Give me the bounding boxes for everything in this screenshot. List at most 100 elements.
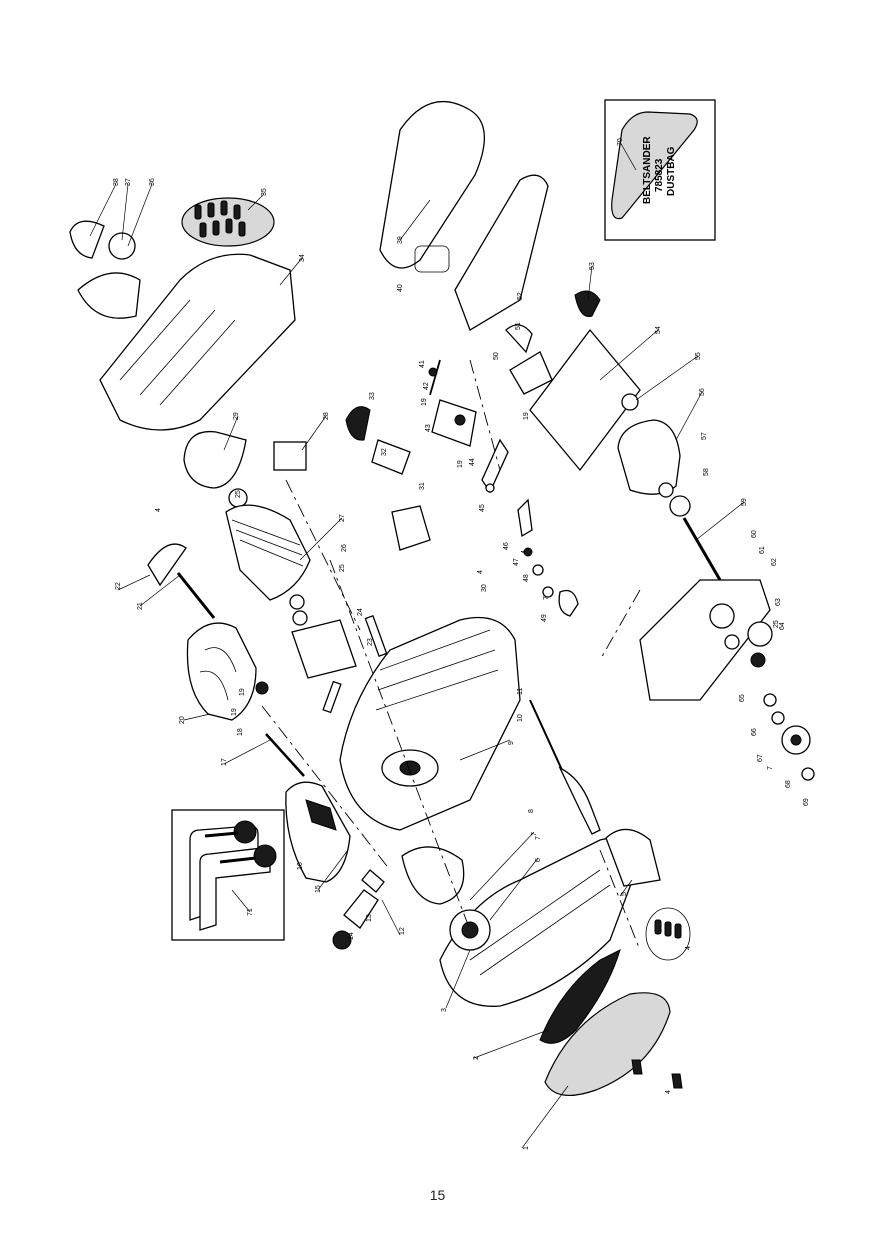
part-label-17: 17 xyxy=(221,758,228,766)
part-label-19c: 19 xyxy=(457,460,464,468)
part-label-7: 7 xyxy=(531,832,538,836)
part-label-56: 56 xyxy=(699,388,706,396)
part-label-28: 28 xyxy=(323,412,330,420)
part-label-19b: 19 xyxy=(421,398,428,406)
part-label-13: 13 xyxy=(366,914,373,922)
part-label-4c: 4 xyxy=(477,570,484,574)
handle-group xyxy=(147,543,351,883)
motor-group xyxy=(183,430,388,714)
part-label-6: 6 xyxy=(535,858,542,862)
part-label-49: 49 xyxy=(541,614,548,622)
part-label-23: 23 xyxy=(367,638,374,646)
part-label-34: 34 xyxy=(299,254,306,262)
part-label-44: 44 xyxy=(469,458,476,466)
part-label-9: 9 xyxy=(508,741,515,745)
part-label-57: 57 xyxy=(701,432,708,440)
platen-group xyxy=(379,101,641,472)
part-label-16: 16 xyxy=(297,862,304,870)
part-label-27: 27 xyxy=(339,514,346,522)
part-label-4b: 4 xyxy=(155,508,162,512)
part-label-52: 52 xyxy=(517,292,524,300)
knob-inset xyxy=(171,809,285,941)
part-label-51: 51 xyxy=(515,322,522,330)
part-label-63: 63 xyxy=(775,598,782,606)
part-label-54: 54 xyxy=(655,326,662,334)
part-label-67: 67 xyxy=(757,754,764,762)
part-label-10: 10 xyxy=(517,714,524,722)
part-label-29: 29 xyxy=(233,412,240,420)
page-number: 15 xyxy=(429,1187,446,1203)
part-label-50: 50 xyxy=(493,352,500,360)
part-label-38: 38 xyxy=(113,178,120,186)
part-label-48: 48 xyxy=(523,574,530,582)
dustbag-inset: BELTSANDER 785823 DUSTBAG xyxy=(604,99,716,241)
part-label-40: 40 xyxy=(397,284,404,292)
part-label-7c: 7 xyxy=(767,766,774,770)
part-label-18: 18 xyxy=(237,728,244,736)
dustbag-label-line3: DUSTBAG xyxy=(666,146,677,196)
part-label-46: 46 xyxy=(503,542,510,550)
part-label-60: 60 xyxy=(751,530,758,538)
part-label-14: 14 xyxy=(348,932,355,940)
part-label-37: 37 xyxy=(125,178,132,186)
part-label-19e: 19 xyxy=(239,688,246,696)
part-label-3: 3 xyxy=(441,1008,448,1012)
part-label-53: 53 xyxy=(589,262,596,270)
dustbag-label-line2: 785823 xyxy=(654,158,665,192)
part-label-22: 22 xyxy=(115,582,122,590)
upper-housing-group xyxy=(69,197,296,431)
part-label-62: 62 xyxy=(771,558,778,566)
part-label-39: 39 xyxy=(397,236,404,244)
part-label-7d: 7 xyxy=(535,836,542,840)
knob-cord-group xyxy=(332,699,601,950)
part-label-43: 43 xyxy=(425,424,432,432)
belt-drive-group xyxy=(439,828,691,1097)
tension-group xyxy=(345,324,579,617)
part-label-24: 24 xyxy=(357,608,364,616)
part-label-55: 55 xyxy=(695,352,702,360)
leader-lines xyxy=(89,141,745,1149)
part-label-66: 66 xyxy=(751,728,758,736)
part-label-20: 20 xyxy=(179,716,186,724)
part-label-4d: 4 xyxy=(665,1090,672,1094)
part-label-68: 68 xyxy=(785,780,792,788)
part-label-5: 5 xyxy=(621,892,628,896)
part-label-2: 2 xyxy=(473,1056,480,1060)
part-label-11: 11 xyxy=(517,688,524,695)
part-label-32: 32 xyxy=(381,448,388,456)
part-label-65: 65 xyxy=(739,694,746,702)
part-label-4: 4 xyxy=(685,946,692,950)
part-label-26: 26 xyxy=(341,544,348,552)
part-label-36: 36 xyxy=(149,178,156,186)
part-label-19d: 19 xyxy=(523,412,530,420)
part-label-8: 8 xyxy=(528,809,535,813)
part-label-33: 33 xyxy=(369,392,376,400)
part-label-41: 41 xyxy=(419,360,426,368)
part-label-58: 58 xyxy=(703,468,710,476)
part-label-59: 59 xyxy=(741,498,748,506)
part-label-47: 47 xyxy=(513,558,520,566)
main-housing xyxy=(339,616,521,905)
part-label-42: 42 xyxy=(423,382,430,390)
part-label-30: 30 xyxy=(481,584,488,592)
part-label-19: 19 xyxy=(231,708,238,716)
part-label-25c: 25 xyxy=(773,620,780,628)
part-label-69: 69 xyxy=(803,798,810,806)
dustbag-label-line1: BELTSANDER xyxy=(642,136,653,204)
part-label-12: 12 xyxy=(399,927,406,935)
part-labels: 1 2 3 4 5 6 7 8 9 10 11 12 13 14 15 16 1… xyxy=(113,138,810,1150)
part-label-64: 64 xyxy=(779,622,786,630)
part-label-7b: 7 xyxy=(543,596,550,600)
assembly-lines xyxy=(261,359,641,951)
part-label-4e: 4 xyxy=(521,550,528,554)
part-label-61: 61 xyxy=(759,546,766,554)
part-label-35: 35 xyxy=(261,188,268,196)
rear-drive-group xyxy=(617,393,815,781)
part-label-25: 25 xyxy=(339,564,346,572)
part-label-25b: 25 xyxy=(235,490,242,498)
part-label-31: 31 xyxy=(419,482,426,490)
part-label-70: 70 xyxy=(617,138,624,146)
part-label-71: 71 xyxy=(247,908,254,916)
